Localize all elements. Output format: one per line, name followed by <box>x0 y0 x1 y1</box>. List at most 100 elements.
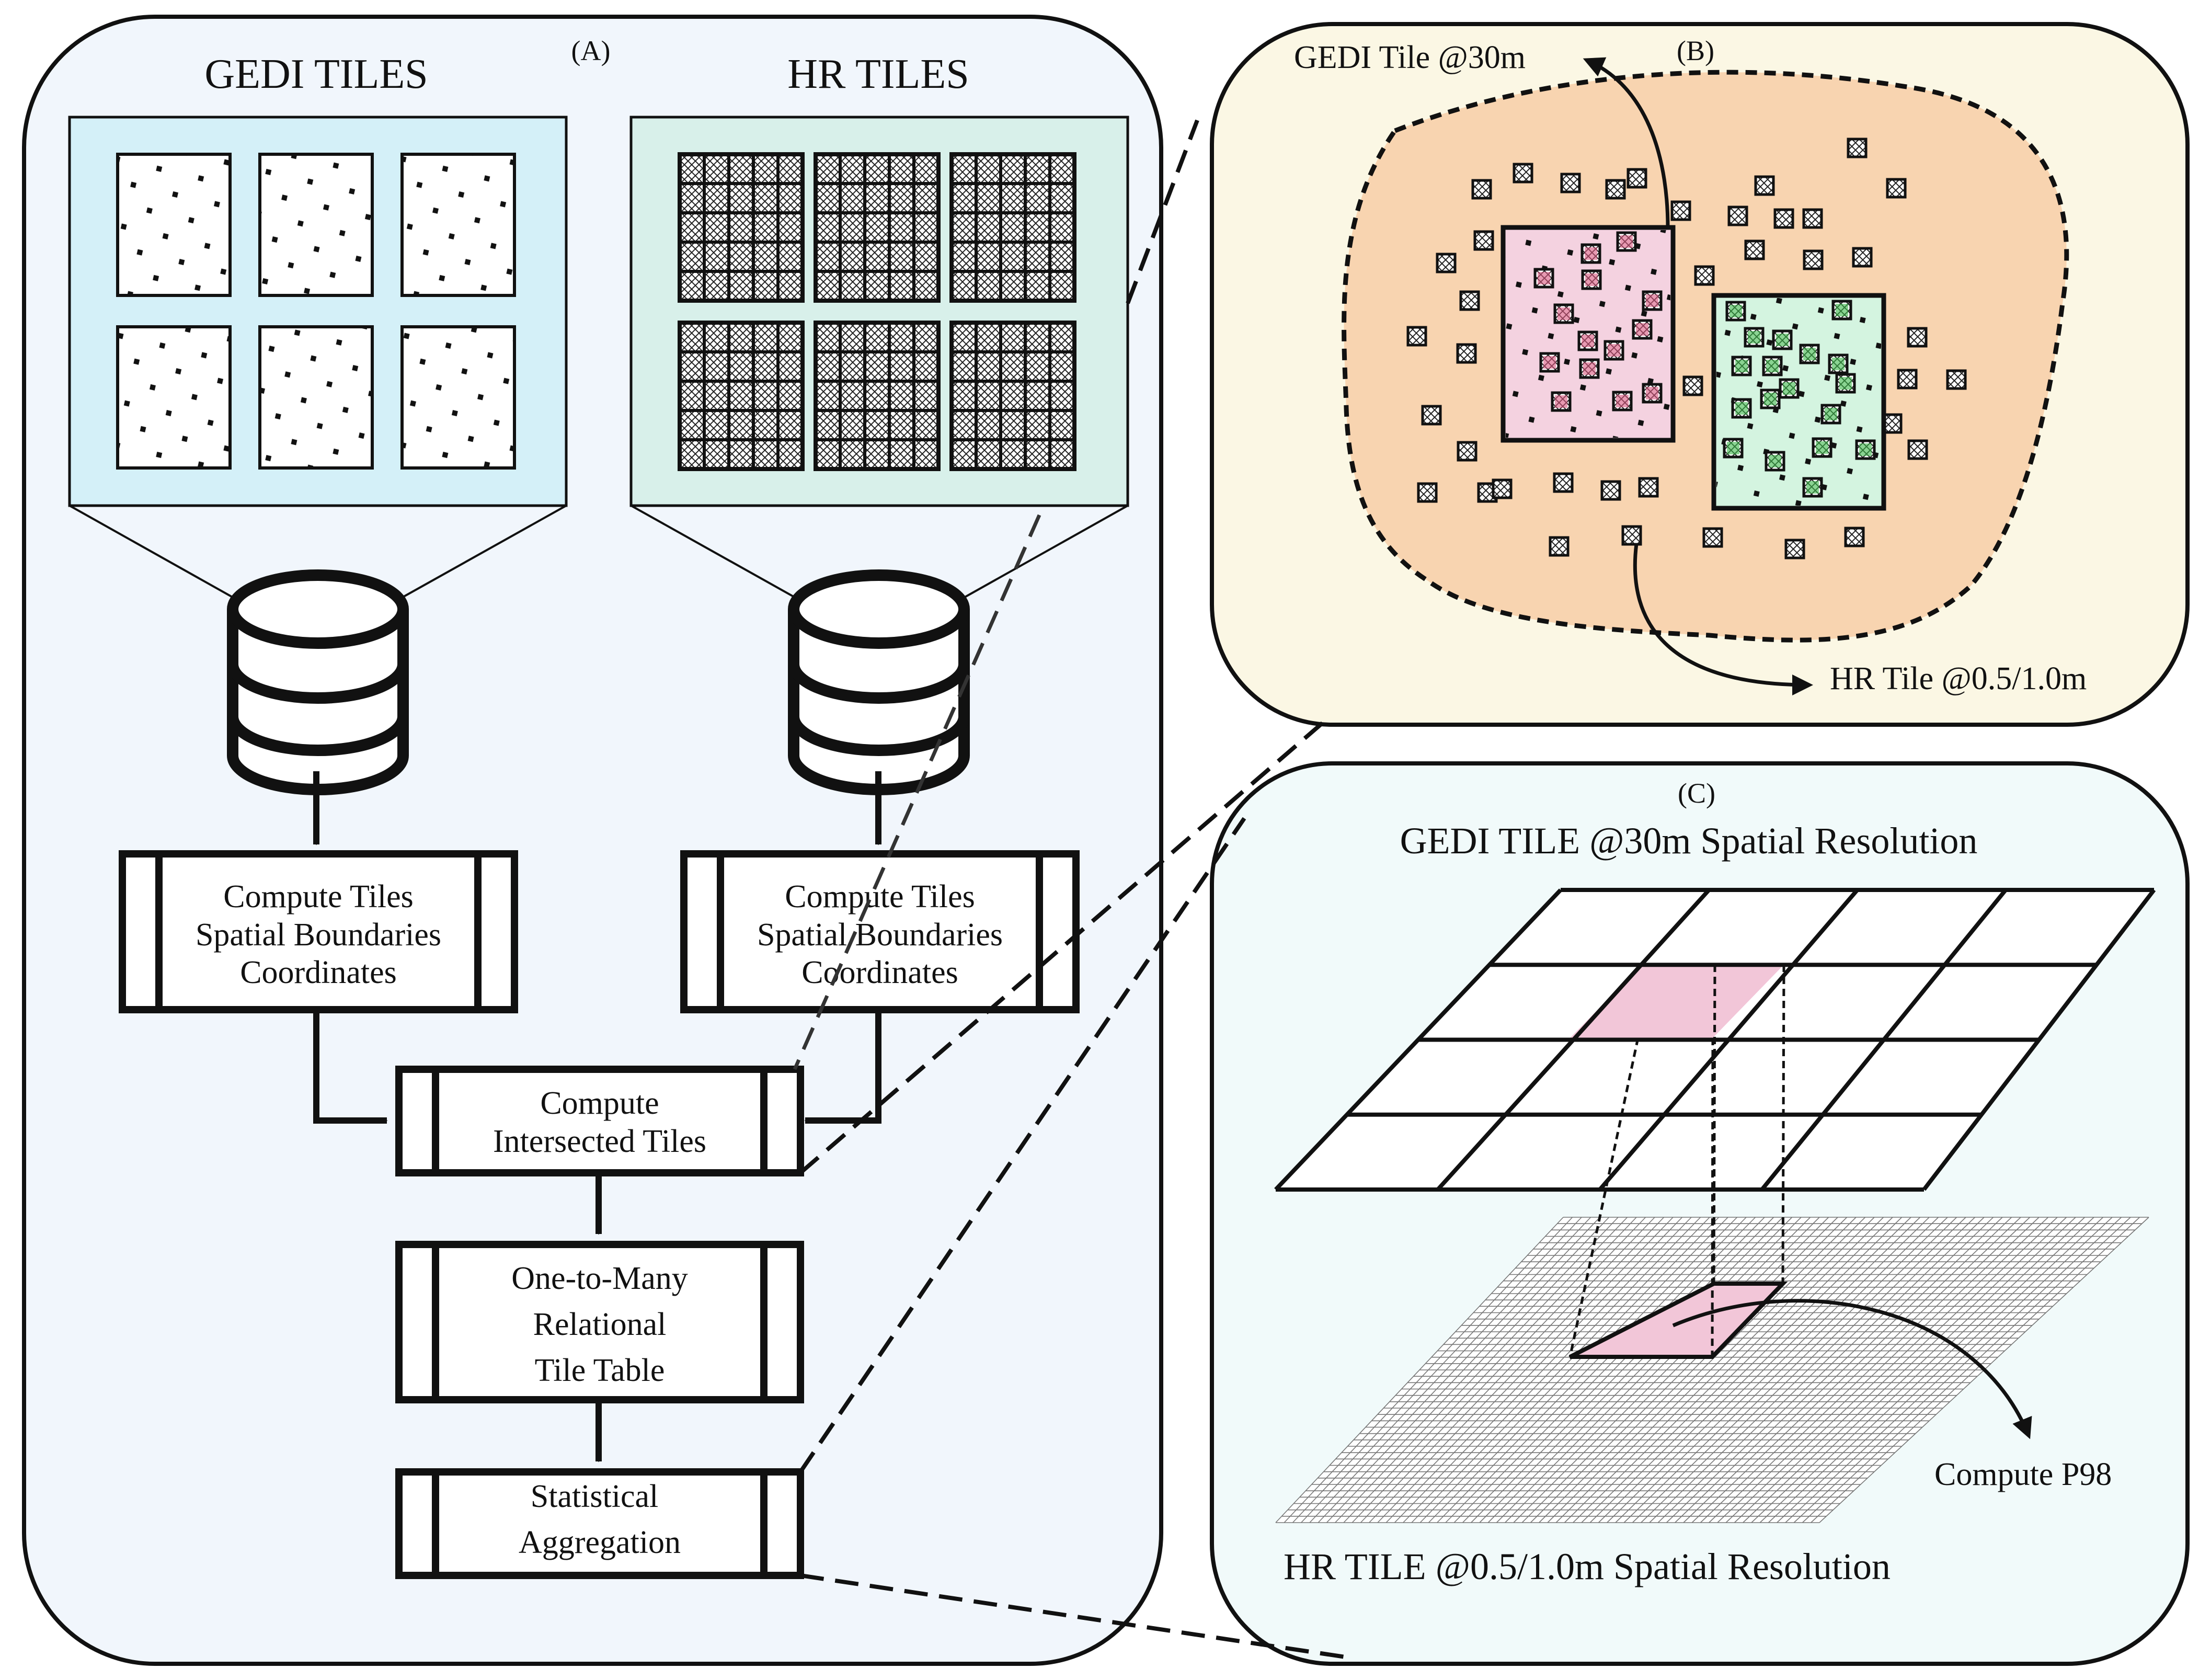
intersect-box: Compute Intersected Tiles <box>395 1066 804 1176</box>
hr-resolution-label: HR TILE @0.5/1.0m Spatial Resolution <box>1284 1546 1891 1587</box>
hr-grid-col-line <box>1700 1217 2021 1523</box>
scatter-square-19 <box>1694 265 1715 286</box>
hr-tile-set <box>678 152 1076 471</box>
scatter-square-5 <box>1627 168 1647 189</box>
hr-grid-col-line <box>1691 1217 2012 1523</box>
arrow-gedi-compute-to-intersect <box>313 1012 388 1124</box>
scatter-square-40 <box>1844 527 1865 547</box>
scatter-square-9 <box>1670 200 1691 221</box>
scatter-square-30 <box>1417 482 1438 503</box>
gedi-compute-line-3: Coordinates <box>240 955 397 990</box>
panel-b: (B) GEDI Tile @30m HR Tile @0.5/1.0m <box>1210 22 2190 727</box>
green-hr-square-15-tint <box>1769 455 1781 467</box>
hr-grid-col-line <box>1326 1217 1619 1523</box>
hr-tile-label: HR Tile @0.5/1.0m <box>1830 661 2087 696</box>
zoom-connectors <box>798 119 1349 1660</box>
gedi-tile-dots-1 <box>119 156 228 294</box>
hr-grid-col-line <box>1641 1217 1957 1523</box>
hr-grid-col-line <box>1284 1217 1573 1523</box>
pink-hr-square-10-tint <box>1543 356 1556 369</box>
pink-hr-square-2-tint <box>1585 247 1597 260</box>
hr-grid-col-line <box>1768 1217 2094 1523</box>
hr-scatter-tiles <box>1406 138 1967 559</box>
scatter-square-39 <box>1784 539 1805 559</box>
hr-grid-col-line <box>1471 1217 1774 1523</box>
scatter-square-6 <box>1847 138 1868 158</box>
hr-grid-col-line <box>1793 1217 2122 1523</box>
scatter-square-35 <box>1638 477 1659 498</box>
gedi-tile-label: GEDI Tile @30m <box>1294 40 1526 75</box>
gedi-compute-line-2: Spatial Boundaries <box>196 917 441 953</box>
gedi-database-icon <box>227 569 409 795</box>
connector-aggregation-to-c <box>800 1573 1349 1660</box>
scatter-square-27 <box>1457 441 1478 462</box>
panel-c-tag: (C) <box>1678 778 1715 809</box>
scatter-square-24 <box>1946 369 1967 390</box>
scatter-square-15 <box>1852 247 1873 268</box>
green-hr-square-14-tint <box>1727 442 1739 454</box>
hr-compute-line-3: Coordinates <box>801 955 958 990</box>
scatter-square-34 <box>1600 480 1621 501</box>
scatter-square-37 <box>1621 525 1642 546</box>
pink-hr-square-4-tint <box>1585 273 1598 286</box>
arrow-hr-compute-to-intersect <box>804 1012 881 1124</box>
hr-grid-col-line <box>1428 1217 1728 1523</box>
scatter-square-13 <box>1744 239 1765 260</box>
hr-grid-col-line <box>1743 1217 2067 1523</box>
scatter-square-16 <box>1473 230 1494 251</box>
panel-c: (C) GEDI TILE @30m Spatial Resolution Co… <box>1210 761 2190 1666</box>
gedi-tiles-group <box>68 116 568 600</box>
green-hr-square-7-tint <box>1803 348 1816 360</box>
hr-grid-col-line <box>1751 1217 2076 1523</box>
hr-database-icon <box>788 569 970 795</box>
scatter-square-4 <box>1605 179 1626 200</box>
hr-grid-col-line <box>1802 1217 2131 1523</box>
gedi-tile-callout-arrow <box>1583 57 1670 228</box>
hr-grid-col-line <box>1759 1217 2086 1523</box>
connector-tiles-to-b <box>1126 119 1199 304</box>
scatter-square-1 <box>1471 179 1492 200</box>
hr-fine-grid <box>1275 1217 2149 1523</box>
green-hr-square-13-tint <box>1825 408 1837 420</box>
hr-grid-col-line <box>1292 1217 1582 1523</box>
gedi-grid-col-line <box>1598 888 1859 1191</box>
green-hr-square-18-tint <box>1806 481 1819 494</box>
hr-grid-col-line <box>1403 1217 1701 1523</box>
green-hr-square-2-tint <box>1748 331 1760 344</box>
compute-p98-arrow <box>1672 1299 2032 1439</box>
scatter-square-2 <box>1513 163 1533 184</box>
hr-grid-col-line <box>1369 1217 1665 1523</box>
panel-a: (A) GEDI TILES HR TILES <box>22 15 1163 1666</box>
relational-box: One-to-Many Relational Tile Table <box>395 1241 804 1403</box>
scatter-square-7 <box>1886 178 1907 199</box>
scatter-square-3 <box>1560 173 1581 193</box>
hr-grid-col-line <box>1487 1217 1793 1523</box>
hr-grid-col-line <box>1318 1217 1610 1523</box>
scatter-square-33 <box>1553 472 1574 493</box>
pink-hr-square-13-tint <box>1646 387 1658 399</box>
hr-grid-col-line <box>1275 1217 1564 1523</box>
relational-line-2: Relational <box>533 1307 667 1342</box>
hr-grid-col-line <box>1513 1217 1820 1523</box>
hr-grid-col-line <box>1683 1217 2003 1523</box>
hr-grid-col-line <box>1496 1217 1802 1523</box>
pink-hr-square-5-tint <box>1646 294 1658 307</box>
hr-tile-5 <box>814 321 941 471</box>
hr-grid-col-line <box>1445 1217 1747 1523</box>
hr-tile-2 <box>814 152 941 303</box>
connector-intersect-to-b <box>799 718 1327 1175</box>
hr-funnel-right <box>961 505 1128 600</box>
hr-grid-col-line <box>1437 1217 1738 1523</box>
scatter-square-11 <box>1773 208 1794 229</box>
scatter-square-29 <box>1907 439 1928 460</box>
hr-tile-3 <box>949 152 1076 303</box>
hr-grid-col-line <box>1547 1217 1857 1523</box>
green-hr-square-9-tint <box>1783 382 1795 395</box>
scatter-square-25 <box>1682 375 1703 396</box>
relational-line-3: Tile Table <box>535 1353 665 1388</box>
gedi-tile-dots-4 <box>119 328 228 466</box>
gedi-tile-dots-6 <box>404 328 513 466</box>
scatter-square-18 <box>1459 290 1480 311</box>
scatter-square-20 <box>1406 326 1427 347</box>
green-hr-square-8-tint <box>1832 358 1845 370</box>
